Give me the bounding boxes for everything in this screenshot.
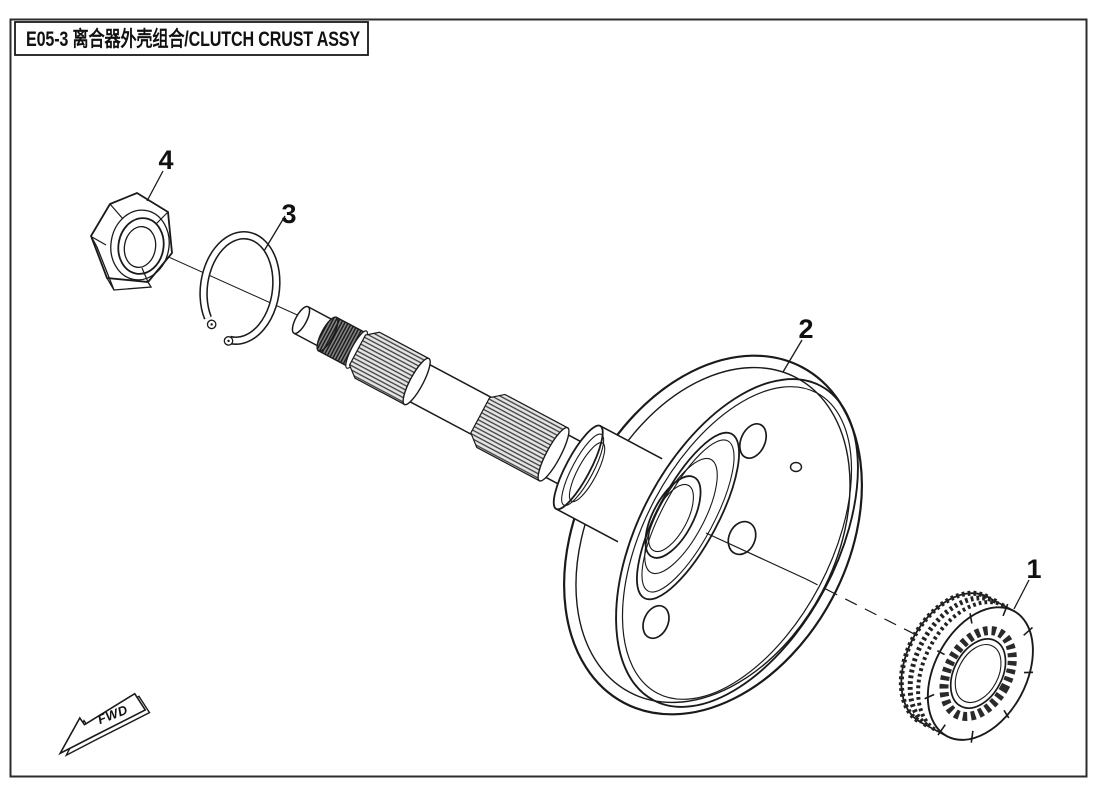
callout-3: 3	[281, 199, 296, 229]
drum-small-hole	[789, 461, 803, 473]
shaft-collar-cylinder	[555, 425, 663, 543]
leader-lines	[146, 170, 1030, 610]
leader-line-4	[146, 170, 164, 202]
leader-line-2	[782, 339, 803, 373]
hex-nut-side-faces	[90, 235, 153, 291]
shaft-tip-end-face	[291, 305, 311, 335]
leader-line-3	[263, 215, 286, 252]
clutch-bore-inner	[954, 644, 1002, 704]
drum-hole-bottom	[642, 604, 670, 640]
shaft-thread-end-face	[316, 316, 339, 352]
fwd-arrow-body	[58, 692, 147, 756]
hex-nut-bore	[117, 217, 165, 275]
part-2-clutch-housing	[563, 354, 863, 716]
clutch-ratchet-band-3	[916, 600, 1005, 733]
hex-nut-facet-lines	[91, 203, 169, 283]
callout-1: 1	[1026, 554, 1041, 584]
clutch-inner-spline-teeth	[939, 626, 1017, 722]
clutch-edge-notches	[924, 603, 1034, 743]
part-3-snap-ring	[199, 231, 281, 346]
hex-nut-thread-bore	[123, 225, 157, 269]
drum-hole-top	[738, 422, 768, 460]
clutch-ratchet-band-2	[907, 595, 998, 730]
drum-hub-recess	[644, 457, 718, 575]
shaft-middle-cylinder	[406, 362, 494, 436]
hex-nut-chamfer-circle	[110, 209, 170, 281]
snap-ring-band	[200, 232, 280, 344]
leader-line-1	[1013, 579, 1030, 610]
callout-2: 2	[798, 314, 813, 344]
drum-rim-lip-outer	[615, 378, 859, 708]
part-1-one-way-clutch	[898, 590, 1034, 743]
clutch-ratchet-band-1	[898, 590, 989, 725]
callout-4: 4	[158, 145, 173, 175]
drum-hub-bore	[644, 475, 702, 559]
axis-line-dashed	[805, 578, 933, 644]
drum-outer-flange	[563, 354, 863, 716]
title-block: E05-3 离合器外壳组合/CLUTCH CRUST ASSY	[14, 21, 369, 56]
drum-hub-ring-2	[641, 439, 735, 593]
shaft-collar-ring-1	[561, 433, 605, 506]
part-4-hex-nut	[90, 191, 173, 291]
page-border	[9, 18, 1088, 778]
title-box	[14, 21, 369, 56]
axis-line-solid	[705, 532, 807, 580]
drum-rim-lip-inner	[621, 386, 853, 700]
clutch-bore	[949, 638, 1007, 709]
drum-hub-bore-inner	[648, 483, 694, 553]
shaft-spline-2-end-face	[537, 426, 570, 482]
page-title: E05-3 离合器外壳组合/CLUTCH CRUST ASSY	[26, 27, 360, 51]
fwd-arrow-icon: FWD	[58, 692, 151, 757]
shaft-spline-1-end-face	[402, 357, 431, 406]
shaft-collar-ring-2	[568, 442, 606, 503]
main-shaft	[291, 305, 663, 543]
